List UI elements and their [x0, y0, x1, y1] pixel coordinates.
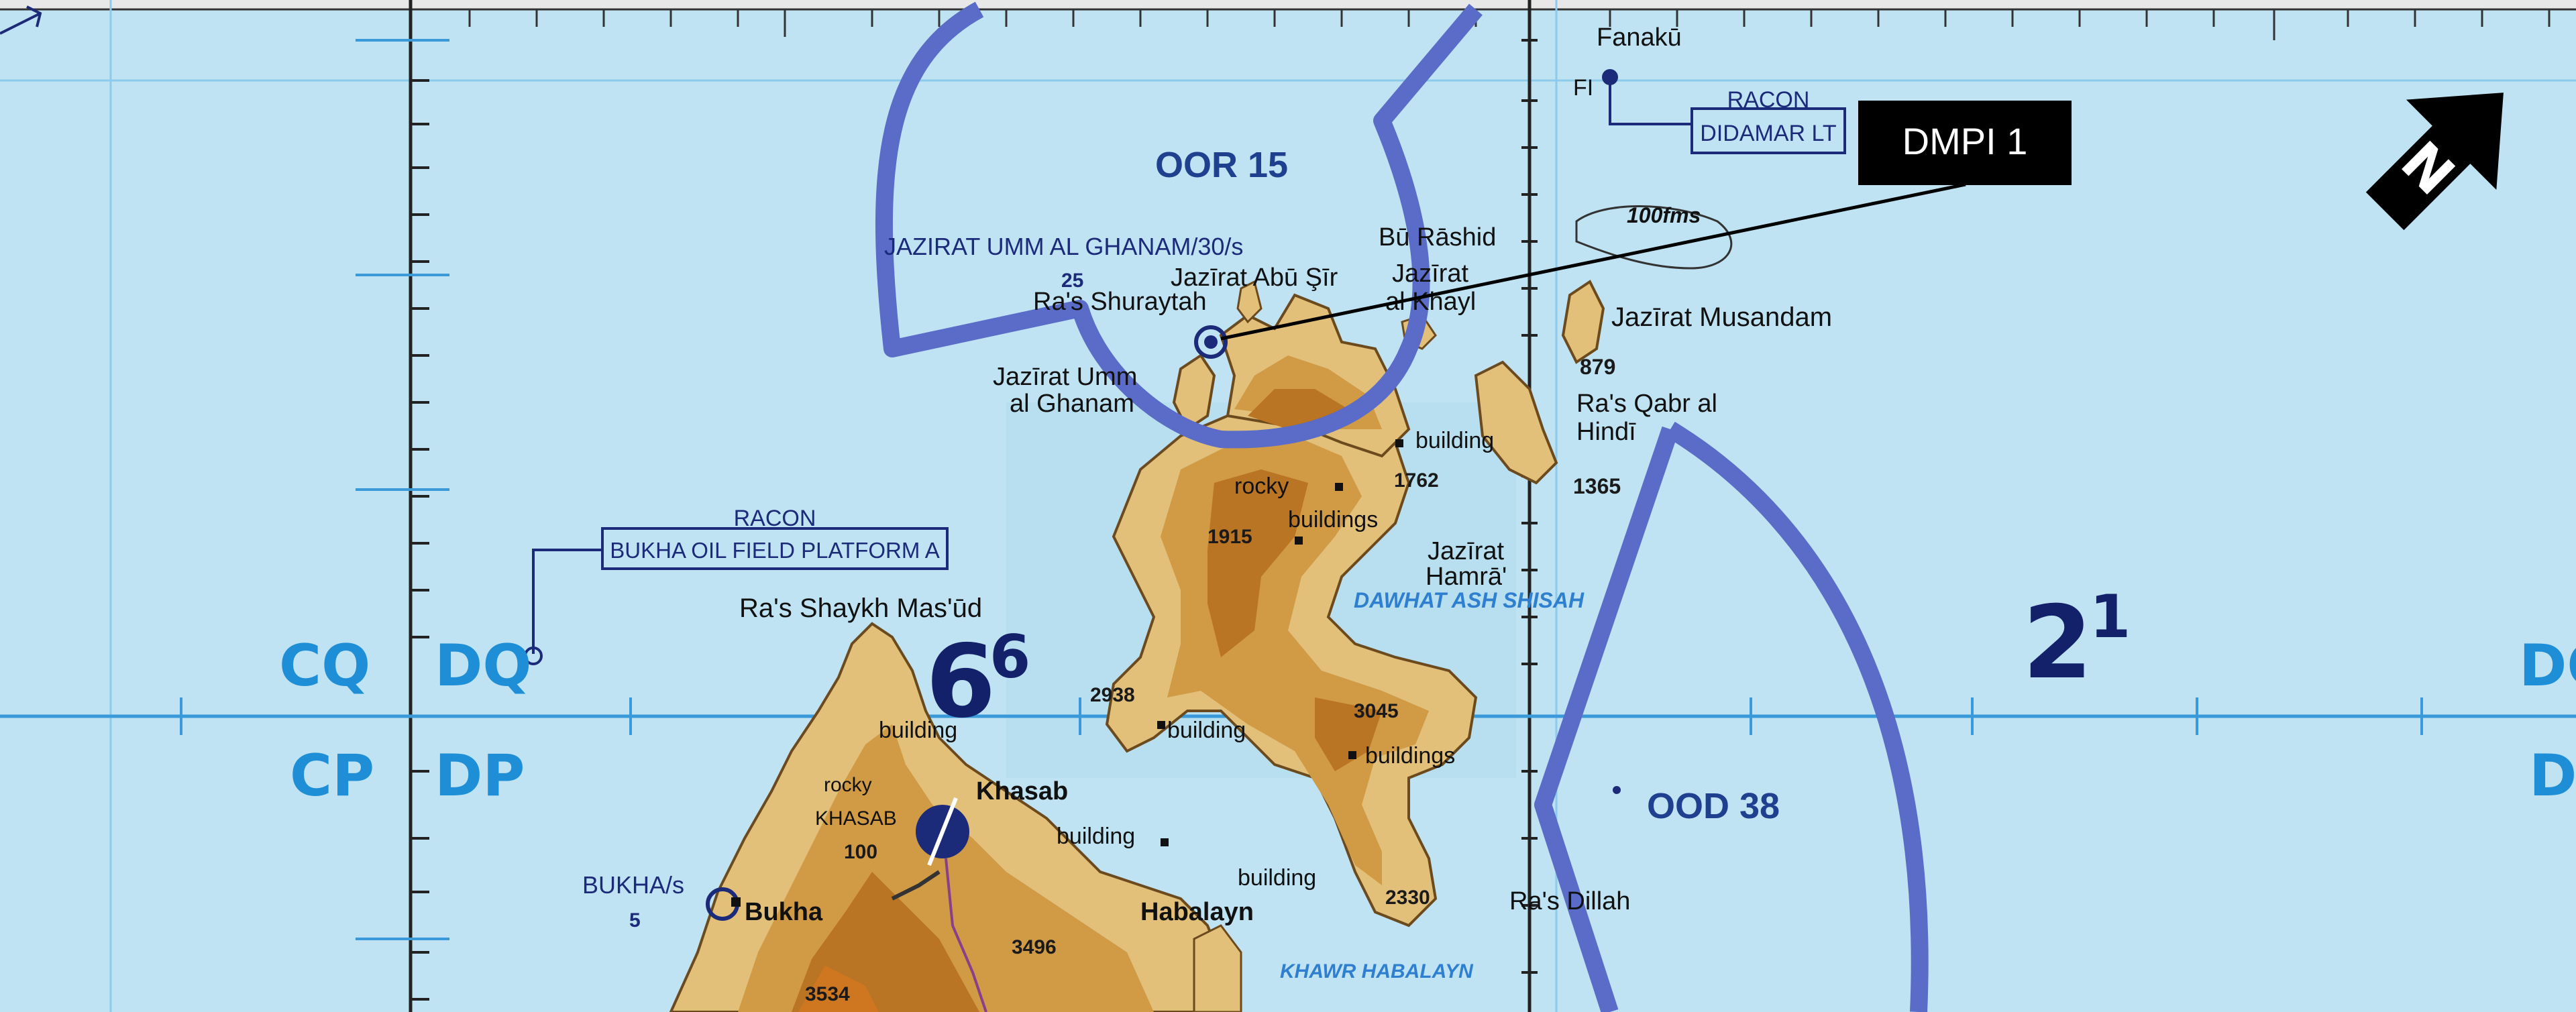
airspace-ood38: [1534, 421, 1929, 1012]
islet-abu-sir: [1236, 280, 1263, 324]
label-hamra-1: Jazīrat: [1428, 537, 1504, 565]
airspace-label-ood38: OOD 38: [1647, 786, 1780, 826]
label-rocky-1: rocky: [1234, 473, 1289, 499]
elev-3496: 3496: [1012, 936, 1057, 958]
elev-879: 879: [1580, 355, 1615, 379]
label-ras-shuraytah: Ra's Shuraytah: [1033, 288, 1207, 316]
elev-2330: 2330: [1385, 887, 1430, 909]
left-grid-blue-ticks: [356, 39, 449, 940]
label-qabr-1: Ra's Qabr al: [1576, 390, 1717, 418]
islet-south: [1193, 924, 1242, 1012]
grid-label-dp-right: DP: [2529, 742, 2576, 809]
target-dmpi-icon: [1194, 325, 1228, 359]
elev-2938: 2938: [1090, 684, 1135, 706]
label-khasab-caps: KHASAB: [815, 807, 897, 830]
elev-3045: 3045: [1354, 700, 1399, 722]
grid-label-dp: DP: [435, 742, 525, 809]
label-umm-ghanam-1: Jazīrat Umm: [993, 363, 1137, 391]
label-building-2: building: [879, 718, 957, 743]
racon-bukha: RACON BUKHA OIL FIELD PLATFORM A: [601, 506, 949, 570]
airfield-symbol: [916, 797, 969, 866]
grid-label-cq: CQ: [279, 632, 370, 699]
label-qabr-2: Hindī: [1576, 418, 1636, 446]
label-abu-sir: Jazīrat Abū Şīr: [1171, 264, 1338, 292]
elev-1365: 1365: [1573, 474, 1621, 498]
airspace-label-oor15: OOR 15: [1155, 145, 1288, 185]
grid-zone-labels: CQ DQ CP DP DQ DP: [279, 632, 2576, 809]
label-habalayn: Habalayn: [1140, 898, 1254, 926]
racon-didamar-tag: RACON: [1727, 87, 1810, 113]
label-fanaku: Fanakū: [1597, 23, 1682, 52]
label-khasab: Khasab: [976, 777, 1068, 805]
grid-number-right: 2: [2023, 585, 2092, 701]
label-depth-contour: 100fms: [1627, 203, 1701, 227]
label-khawr: KHAWR HABALAYN: [1280, 960, 1474, 982]
label-building-5: building: [1238, 865, 1316, 891]
label-hamra-2: Hamrā': [1426, 563, 1507, 591]
island-qabr-al-hindi: [1474, 360, 1558, 485]
grid-number-right-sup: 1: [2090, 582, 2131, 651]
depth-contour-100fms: [1575, 205, 1733, 270]
label-bukha-small: BUKHA/s: [582, 871, 684, 899]
label-ras-dillah: Ra's Dillah: [1509, 887, 1630, 915]
racon-didamar-name: DIDAMAR LT: [1700, 121, 1836, 146]
label-shaykh-masud: Ra's Shaykh Mas'ūd: [739, 594, 982, 623]
callout-leader-line: [1220, 182, 1966, 341]
label-buildings-1: buildings: [1288, 507, 1378, 532]
elev-1762: 1762: [1394, 469, 1439, 492]
point-symbols: [524, 69, 1621, 921]
corner-mark: [0, 5, 42, 35]
grid-number-left: 6: [926, 624, 996, 740]
grid-numbers: 6 6 2 1: [926, 582, 2131, 740]
airspace-oor15: [875, 1, 1483, 449]
island-musandam: [1561, 280, 1605, 364]
airspace-boundaries: [875, 1, 1929, 1012]
callout-box: [1858, 101, 2072, 185]
grid-label-cp: CP: [290, 742, 374, 809]
label-rocky-2: rocky: [824, 774, 872, 796]
label-umm-ghanam-2: al Ghanam: [1010, 390, 1134, 418]
elev-3534: 3534: [805, 983, 850, 1005]
map-top-border: [0, 0, 2576, 9]
elevation-labels: 879 1365 1762 1915 2938 3045 2330 100 34…: [805, 355, 1621, 1005]
feature-labels: building rocky buildings building buildi…: [824, 203, 1701, 891]
label-building-1: building: [1415, 428, 1494, 453]
label-bukha-small-num: 5: [629, 909, 641, 932]
elev-100: 100: [844, 841, 877, 863]
label-musandam: Jazīrat Musandam: [1611, 302, 1832, 332]
road-2: [891, 870, 941, 901]
racon-bukha-name: BUKHA OIL FIELD PLATFORM A: [610, 538, 939, 563]
label-bu-rashid: Bū Rāshid: [1379, 223, 1496, 251]
label-al-khayl-1: Jazīrat: [1392, 260, 1468, 288]
place-labels: Fanakū FI Bū Rāshid Jazīrat Abū Şīr Jazī…: [582, 23, 1832, 932]
racon-bukha-tag: RACON: [734, 506, 816, 531]
racon-didamar: RACON DIDAMAR LT: [1690, 87, 1846, 154]
label-building-4: building: [1057, 824, 1135, 849]
label-umm-ghanam-num: 25: [1061, 270, 1083, 292]
callout-label: DMPI 1: [1902, 120, 2028, 162]
label-building-3: building: [1167, 718, 1246, 743]
label-buildings-2: buildings: [1365, 743, 1455, 769]
grid-label-dq-right: DQ: [2519, 632, 2576, 699]
label-bukha: Bukha: [745, 898, 823, 926]
label-dawhat: DAWHAT ASH SHISAH: [1354, 588, 1585, 612]
dmpi-callout[interactable]: DMPI 1: [1220, 101, 2072, 341]
grid-number-left-sup: 6: [989, 622, 1030, 691]
label-fi: FI: [1573, 75, 1593, 101]
racon-leaders: [532, 77, 1692, 654]
grid-label-dq: DQ: [435, 632, 532, 699]
elev-1915: 1915: [1208, 526, 1252, 548]
road: [945, 858, 987, 1012]
label-umm-ghanam-caps: JAZIRAT UMM AL GHANAM/30/s: [884, 233, 1243, 260]
